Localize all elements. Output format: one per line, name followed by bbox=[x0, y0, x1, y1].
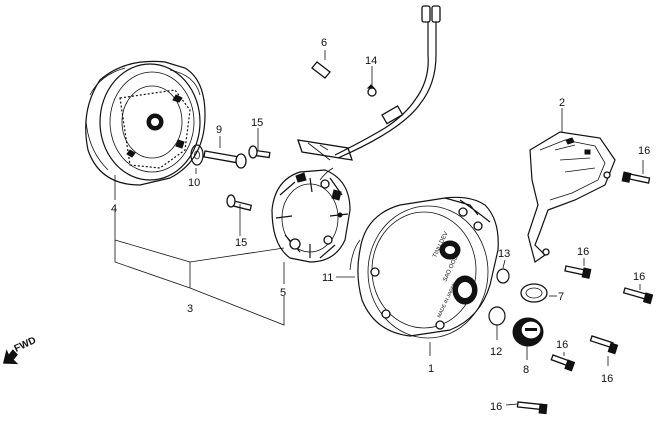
cover-stamp-line-3: MADE IN JAPAN bbox=[436, 282, 458, 319]
bolt-part-16-c bbox=[622, 287, 654, 305]
callout-c16a: 16 bbox=[638, 145, 650, 157]
o-ring-part-12 bbox=[488, 306, 506, 326]
o-ring-part-13 bbox=[496, 268, 510, 284]
bolt-part-9 bbox=[203, 150, 247, 169]
callout-c16c: 16 bbox=[633, 271, 645, 283]
plug-part-8 bbox=[512, 317, 544, 347]
callout-c10: 10 bbox=[188, 177, 200, 189]
bolt-part-16-b bbox=[564, 265, 592, 279]
bolt-part-16-f bbox=[516, 401, 548, 415]
callout-c5: 5 bbox=[280, 287, 286, 299]
callout-c4: 4 bbox=[111, 203, 117, 215]
pulser-and-wire-harness bbox=[297, 5, 441, 161]
sprocket-cover-part-2 bbox=[527, 131, 616, 263]
left-crankcase-cover: TINU DEV SAO OOE MADE IN JAPAN bbox=[349, 196, 499, 339]
callout-c13: 13 bbox=[498, 248, 510, 260]
stator bbox=[271, 167, 351, 263]
bolt-part-15-lower bbox=[226, 194, 253, 211]
callout-c16d: 16 bbox=[556, 339, 568, 351]
woodruff-key-part-6 bbox=[311, 61, 331, 79]
leader-lines bbox=[114, 50, 644, 406]
callout-c16f: 16 bbox=[490, 401, 502, 413]
callout-labels: 1 2 3 4 5 6 7 8 9 10 11 12 13 14 15 15 1… bbox=[111, 37, 650, 413]
callout-c14: 14 bbox=[365, 55, 377, 67]
callout-c15b: 15 bbox=[235, 237, 247, 249]
callout-c7: 7 bbox=[558, 291, 564, 303]
callout-c16b: 16 bbox=[577, 246, 589, 258]
bolt-part-16-d bbox=[550, 354, 576, 372]
fwd-label: FWD bbox=[13, 335, 38, 355]
callout-c16e: 16 bbox=[601, 373, 613, 385]
flywheel-rotor bbox=[85, 60, 206, 186]
bolt-part-16-e bbox=[589, 335, 619, 355]
callout-c6: 6 bbox=[321, 37, 327, 49]
forward-arrow-icon bbox=[2, 349, 19, 365]
callout-c9: 9 bbox=[216, 124, 222, 136]
callout-c8: 8 bbox=[523, 364, 529, 376]
washer-part-10 bbox=[190, 144, 204, 166]
callout-c11: 11 bbox=[322, 272, 333, 284]
callout-c1: 1 bbox=[428, 363, 434, 375]
cap-part-7 bbox=[520, 283, 548, 303]
callout-c3: 3 bbox=[187, 303, 193, 315]
callout-c15a: 15 bbox=[251, 117, 263, 129]
forward-direction-indicator: FWD bbox=[2, 335, 38, 365]
bolt-part-15-upper bbox=[248, 145, 271, 159]
callout-c2: 2 bbox=[559, 97, 565, 109]
screw-part-14 bbox=[366, 84, 377, 97]
bolt-part-16-a bbox=[621, 171, 651, 184]
callout-c12: 12 bbox=[490, 346, 502, 358]
